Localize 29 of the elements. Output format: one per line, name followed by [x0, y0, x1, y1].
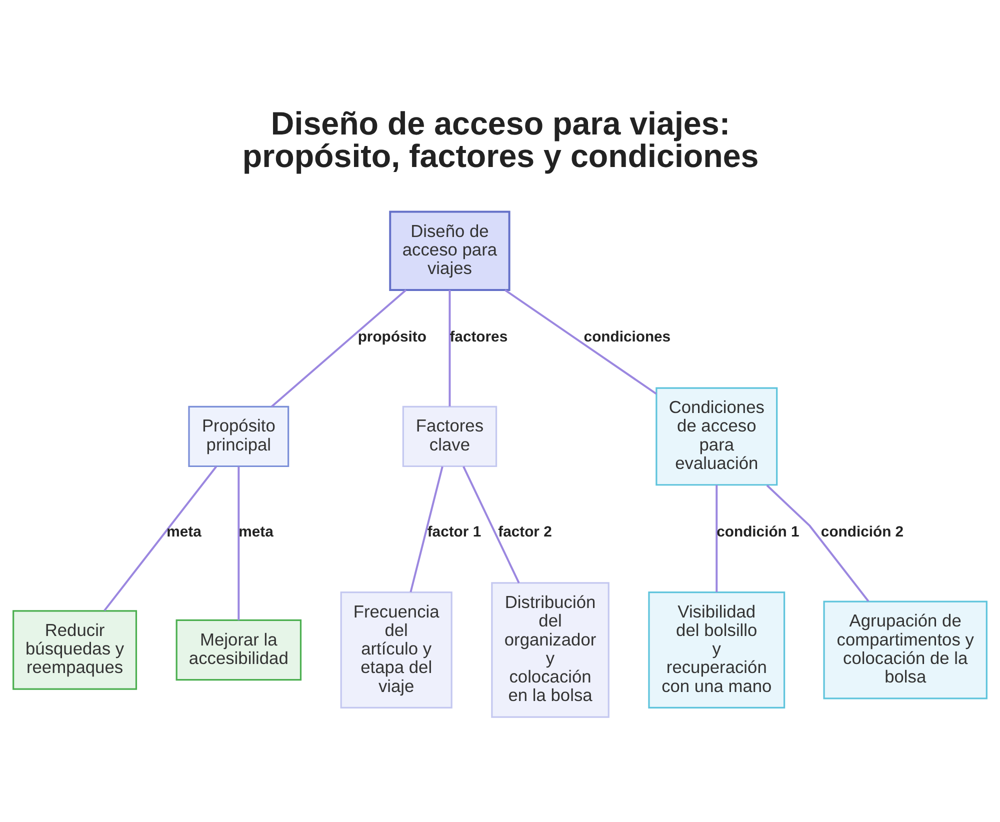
edge-label: factor 1	[427, 524, 482, 541]
edge-label: propósito	[358, 330, 426, 346]
connector	[766, 484, 870, 602]
connector	[410, 466, 444, 592]
node-box: Diseño de acceso para viajes	[389, 210, 510, 291]
node-box: Reducir búsquedas y reempaques	[12, 610, 138, 690]
node-box: Mejorar la accesibilidad	[176, 619, 302, 681]
connector	[716, 485, 718, 592]
node-box: Factores clave	[402, 406, 498, 468]
edge-label: meta	[238, 524, 274, 541]
node-box: Distribución del organizador y colocación en la bolsa	[491, 582, 610, 718]
node-box: Propósito principal	[188, 406, 290, 468]
diagram-title: Diseño de acceso para viajes: propósito, factores y condiciones	[242, 106, 759, 174]
node-box: Condiciones de acceso para evaluación	[656, 387, 778, 486]
connector	[270, 289, 407, 408]
node-box: Frecuencia del artículo y etapa del viaje	[340, 591, 452, 709]
edge-label: meta	[166, 524, 202, 541]
connector	[238, 466, 240, 620]
connector	[504, 289, 657, 395]
edge-label: condición 1	[716, 524, 800, 541]
node-box: Agrupación de compartimentos y colocación de la bolsa	[823, 600, 988, 700]
connector	[462, 466, 520, 584]
connector	[448, 290, 451, 406]
edge-label: factores	[450, 330, 508, 346]
edge-label: condiciones	[584, 330, 671, 346]
edge-label: factor 2	[498, 524, 552, 541]
node-box: Visibilidad del bolsillo y recuperación con una mano	[648, 591, 786, 709]
edge-label: condición 2	[820, 524, 904, 541]
connector	[104, 466, 217, 612]
